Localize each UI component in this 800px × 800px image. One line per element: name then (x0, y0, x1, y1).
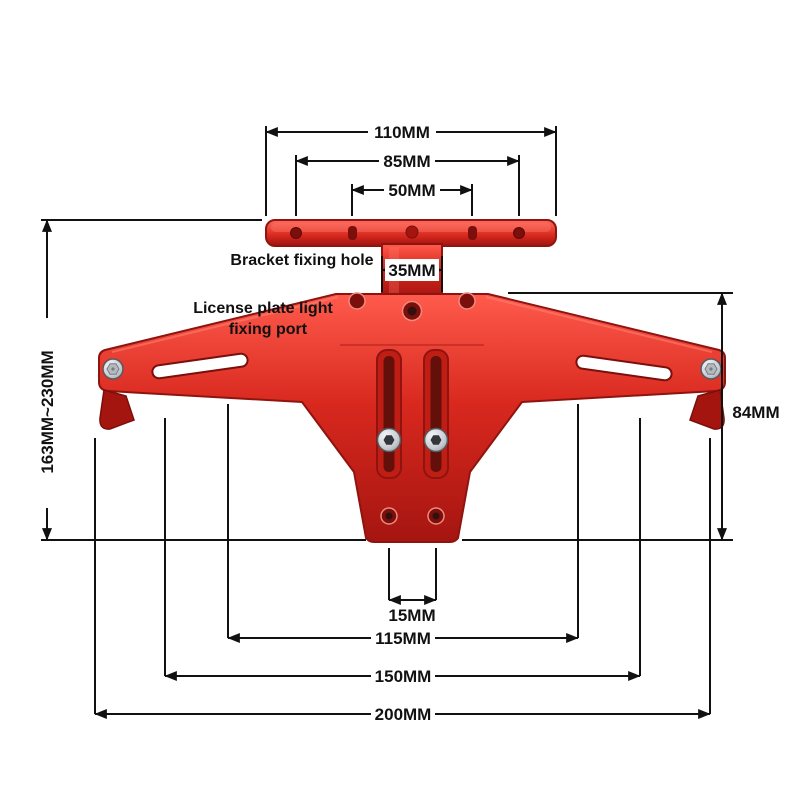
dim-label-84mm: 84MM (732, 403, 779, 422)
dim-label-85mm: 85MM (383, 152, 430, 171)
label-bg-200 (371, 703, 435, 725)
end-hook-left (99, 389, 135, 430)
end-bolt-left (102, 358, 124, 380)
label-bg-35 (385, 259, 439, 281)
wing-slot-right (575, 354, 673, 382)
annotation-license-light-line2: fixing port (229, 321, 308, 338)
dim-label-50mm: 50MM (388, 181, 435, 200)
hex-bolt-left (376, 427, 402, 453)
wing-highlight-left (111, 296, 339, 353)
wing-highlight-right (485, 296, 713, 353)
label-bg-150 (371, 665, 435, 687)
plate-slot-left (348, 226, 357, 240)
end-hook-right (689, 389, 725, 430)
adjuster-channel-right (423, 349, 449, 479)
dim-label-150mm: 150MM (375, 667, 432, 686)
bottom-hole-left (380, 507, 398, 525)
annotation-bracket-fixing-hole: Bracket fixing hole (230, 252, 373, 269)
wing-slot-left (151, 352, 249, 380)
bracket-top-plate (265, 219, 557, 247)
dim-label-115mm: 115MM (375, 629, 431, 648)
label-bg-110 (368, 121, 436, 143)
license-light-port-hole (401, 300, 423, 322)
dim-84mm (462, 292, 733, 541)
dim-label-200mm: 200MM (375, 705, 432, 724)
label-bg-84 (727, 401, 785, 423)
plate-center-boss (405, 225, 419, 239)
label-bg-115 (371, 627, 435, 649)
dim-label-15mm: 15MM (388, 606, 435, 625)
plate-hole-right (513, 227, 525, 239)
plate-slot-right (468, 226, 477, 240)
annotation-license-light-line1: License plate light (193, 300, 333, 317)
label-bg-85 (379, 150, 435, 172)
bracket-body (98, 293, 726, 543)
hex-bolt-right (423, 427, 449, 453)
label-bg-height-range (35, 318, 59, 508)
plate-hole-left (290, 227, 302, 239)
dim-label-height-range: 163MM~230MM (38, 350, 57, 473)
bottom-hole-right (427, 507, 445, 525)
dim-label-110mm: 110MM (374, 123, 430, 142)
end-bolt-right (700, 358, 722, 380)
dim-label-35mm: 35MM (388, 261, 435, 280)
adjuster-channel-left (376, 349, 402, 479)
bracket-fixing-hole-right (458, 292, 476, 310)
dim-15mm (388, 548, 437, 605)
label-bg-50 (384, 179, 440, 201)
bracket-fixing-hole-left (348, 292, 366, 310)
